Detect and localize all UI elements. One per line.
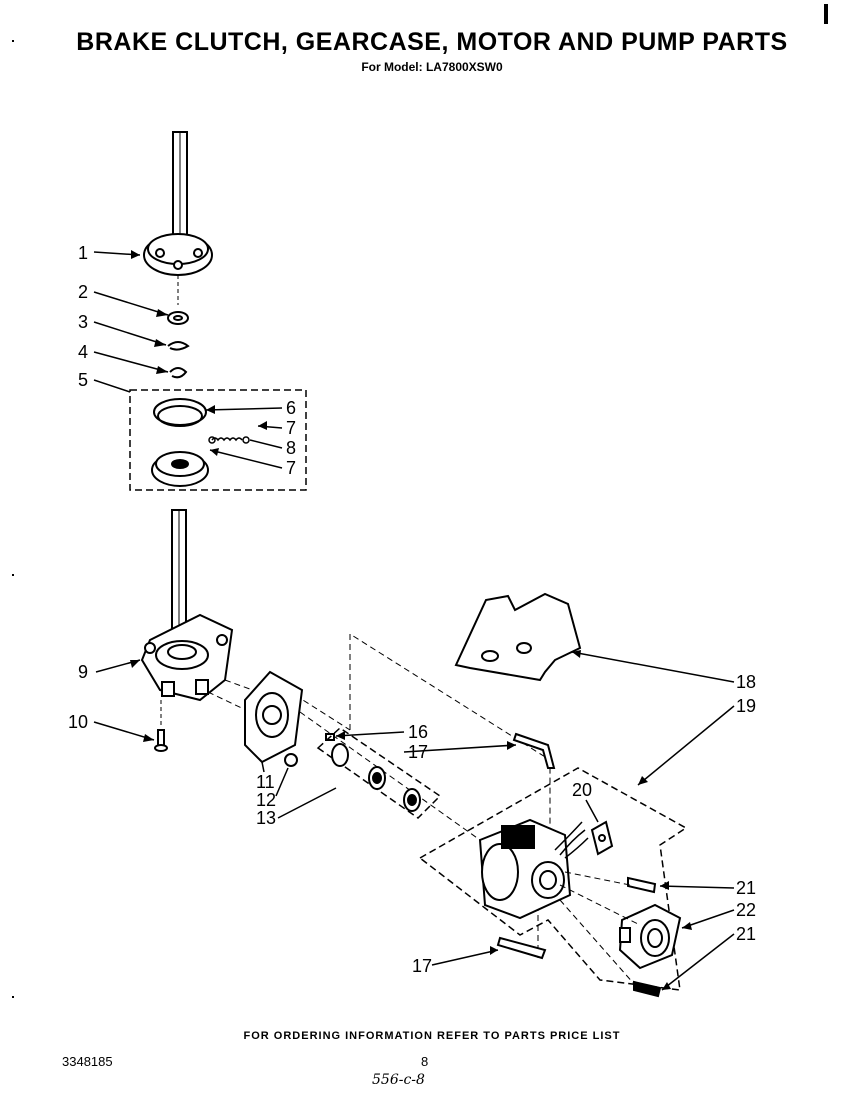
part-18-motor-pad — [454, 592, 582, 682]
callout-9: 9 — [78, 662, 88, 682]
callout-4: 4 — [78, 342, 88, 362]
document-number: 3348185 — [62, 1054, 113, 1069]
callout-19: 19 — [736, 696, 756, 716]
callout-11: 11 — [256, 772, 275, 792]
callout-17a: 17 — [408, 742, 428, 762]
callout-22: 22 — [736, 900, 756, 920]
callout-3: 3 — [78, 312, 88, 332]
part-13-coupling — [331, 743, 421, 812]
callout-7b: 7 — [286, 458, 296, 478]
part-2-washer — [167, 311, 189, 325]
callout-21b: 21 — [736, 924, 756, 944]
callout-5: 5 — [78, 370, 88, 390]
leader-arrowheads — [130, 250, 692, 990]
part-9-gearcase — [140, 613, 234, 702]
part-4-retainer — [169, 367, 188, 379]
pump-lines — [559, 871, 641, 986]
callout-18: 18 — [736, 672, 756, 692]
part-13-coupling-box — [316, 727, 442, 819]
callout-7a: 7 — [286, 418, 296, 438]
part-10-bolt — [154, 729, 168, 752]
part-19-motor-box — [418, 767, 688, 991]
scan-specks — [12, 40, 14, 998]
part-21-clip-lower — [633, 980, 662, 998]
callout-2: 2 — [78, 282, 88, 302]
callout-13: 13 — [256, 808, 276, 828]
part-17-strap-lower — [496, 936, 547, 960]
part-3-clip — [167, 341, 190, 351]
upper-shaft — [172, 131, 188, 243]
part-21-clip-upper — [627, 876, 657, 894]
callout-20: 20 — [572, 780, 592, 800]
part-20-switch — [590, 820, 614, 856]
model-subtitle: For Model: LA7800XSW0 — [361, 60, 503, 74]
callout-8: 8 — [286, 438, 296, 458]
pump-mount-plate — [244, 670, 304, 764]
callout-1: 1 — [78, 243, 88, 263]
motor — [478, 818, 589, 920]
callout-21a: 21 — [736, 878, 756, 898]
ordering-info-note: FOR ORDERING INFORMATION REFER TO PARTS … — [243, 1030, 621, 1042]
page-title: BRAKE CLUTCH, GEARCASE, MOTOR AND PUMP P… — [76, 28, 788, 56]
part-1-brake-cam — [143, 233, 213, 276]
callout-10: 10 — [68, 712, 88, 732]
gearcase-shaft — [171, 509, 187, 641]
part-6-brake-band — [153, 398, 207, 427]
leader-lines — [93, 251, 735, 991]
page-number: 8 — [421, 1054, 429, 1069]
callout-17b: 17 — [412, 956, 432, 976]
part-12-nut — [284, 753, 298, 767]
part-5-brake-assembly-box — [129, 389, 307, 491]
callout-labels: 1 2 3 4 5 6 7 8 7 9 10 16 17 11 12 13 18… — [68, 243, 756, 976]
callout-12: 12 — [256, 790, 276, 810]
part-8-spring — [208, 436, 250, 444]
part-7-brake-disc — [151, 451, 209, 487]
part-22-pump — [618, 903, 682, 970]
handwritten-note: 556-c-8 — [372, 1072, 425, 1088]
callout-6: 6 — [286, 398, 296, 418]
part-17-strap — [512, 732, 556, 769]
callout-16: 16 — [408, 722, 428, 742]
